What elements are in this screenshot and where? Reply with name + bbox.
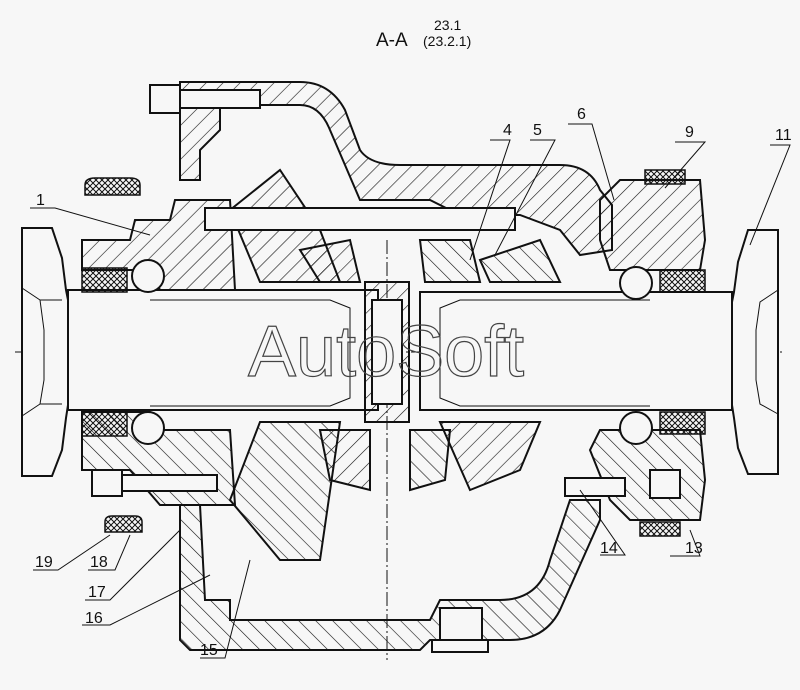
left-ring-18: [104, 515, 143, 533]
right-ball-bearing-bottom: [619, 411, 653, 445]
left-ball-bearing-bottom: [131, 411, 165, 445]
right-knurled-ring-9: [644, 169, 686, 185]
drain-plug: [439, 607, 483, 641]
left-oil-seal-top: [81, 267, 128, 293]
callout-1: 1: [36, 192, 45, 209]
section-title: A-A: [376, 30, 408, 51]
bolt-head-top: [149, 84, 181, 114]
right-oil-seal-bottom: [659, 411, 706, 435]
lower-housing: [179, 499, 601, 651]
watermark: AutoSoft: [248, 312, 524, 392]
bevel-gears: [228, 168, 562, 561]
callout-13: 13: [685, 540, 703, 557]
left-output-flange: [21, 227, 69, 477]
section-reference-primary: 23.1: [434, 17, 462, 33]
callout-17: 17: [88, 584, 106, 601]
bolt-head-bottom-right: [649, 469, 681, 499]
tie-bolts: [91, 84, 681, 653]
right-knurled-ring-13: [639, 521, 681, 537]
left-ball-bearing-top: [131, 259, 165, 293]
callout-16: 16: [85, 610, 103, 627]
callout-18: 18: [90, 554, 108, 571]
through-bolt: [204, 207, 516, 231]
callout-4: 4: [503, 122, 512, 139]
callout-11: 11: [775, 127, 792, 144]
callout-19: 19: [35, 554, 53, 571]
right-half-shaft: [419, 291, 733, 411]
callout-5: 5: [533, 122, 542, 139]
callout-leaders: [30, 123, 791, 659]
section-reference-secondary: (23.2.1): [423, 33, 472, 49]
right-oil-seal-top: [659, 269, 706, 293]
left-ring-top: [84, 177, 141, 196]
right-ball-bearing-top: [619, 266, 653, 300]
bolt-head-bottom-left: [91, 469, 123, 497]
callout-9: 9: [685, 124, 694, 141]
left-oil-seal-bottom: [81, 411, 128, 437]
right-output-flange: [731, 229, 779, 475]
callout-15: 15: [200, 642, 218, 659]
callout-6: 6: [577, 106, 586, 123]
callout-14: 14: [600, 540, 618, 557]
